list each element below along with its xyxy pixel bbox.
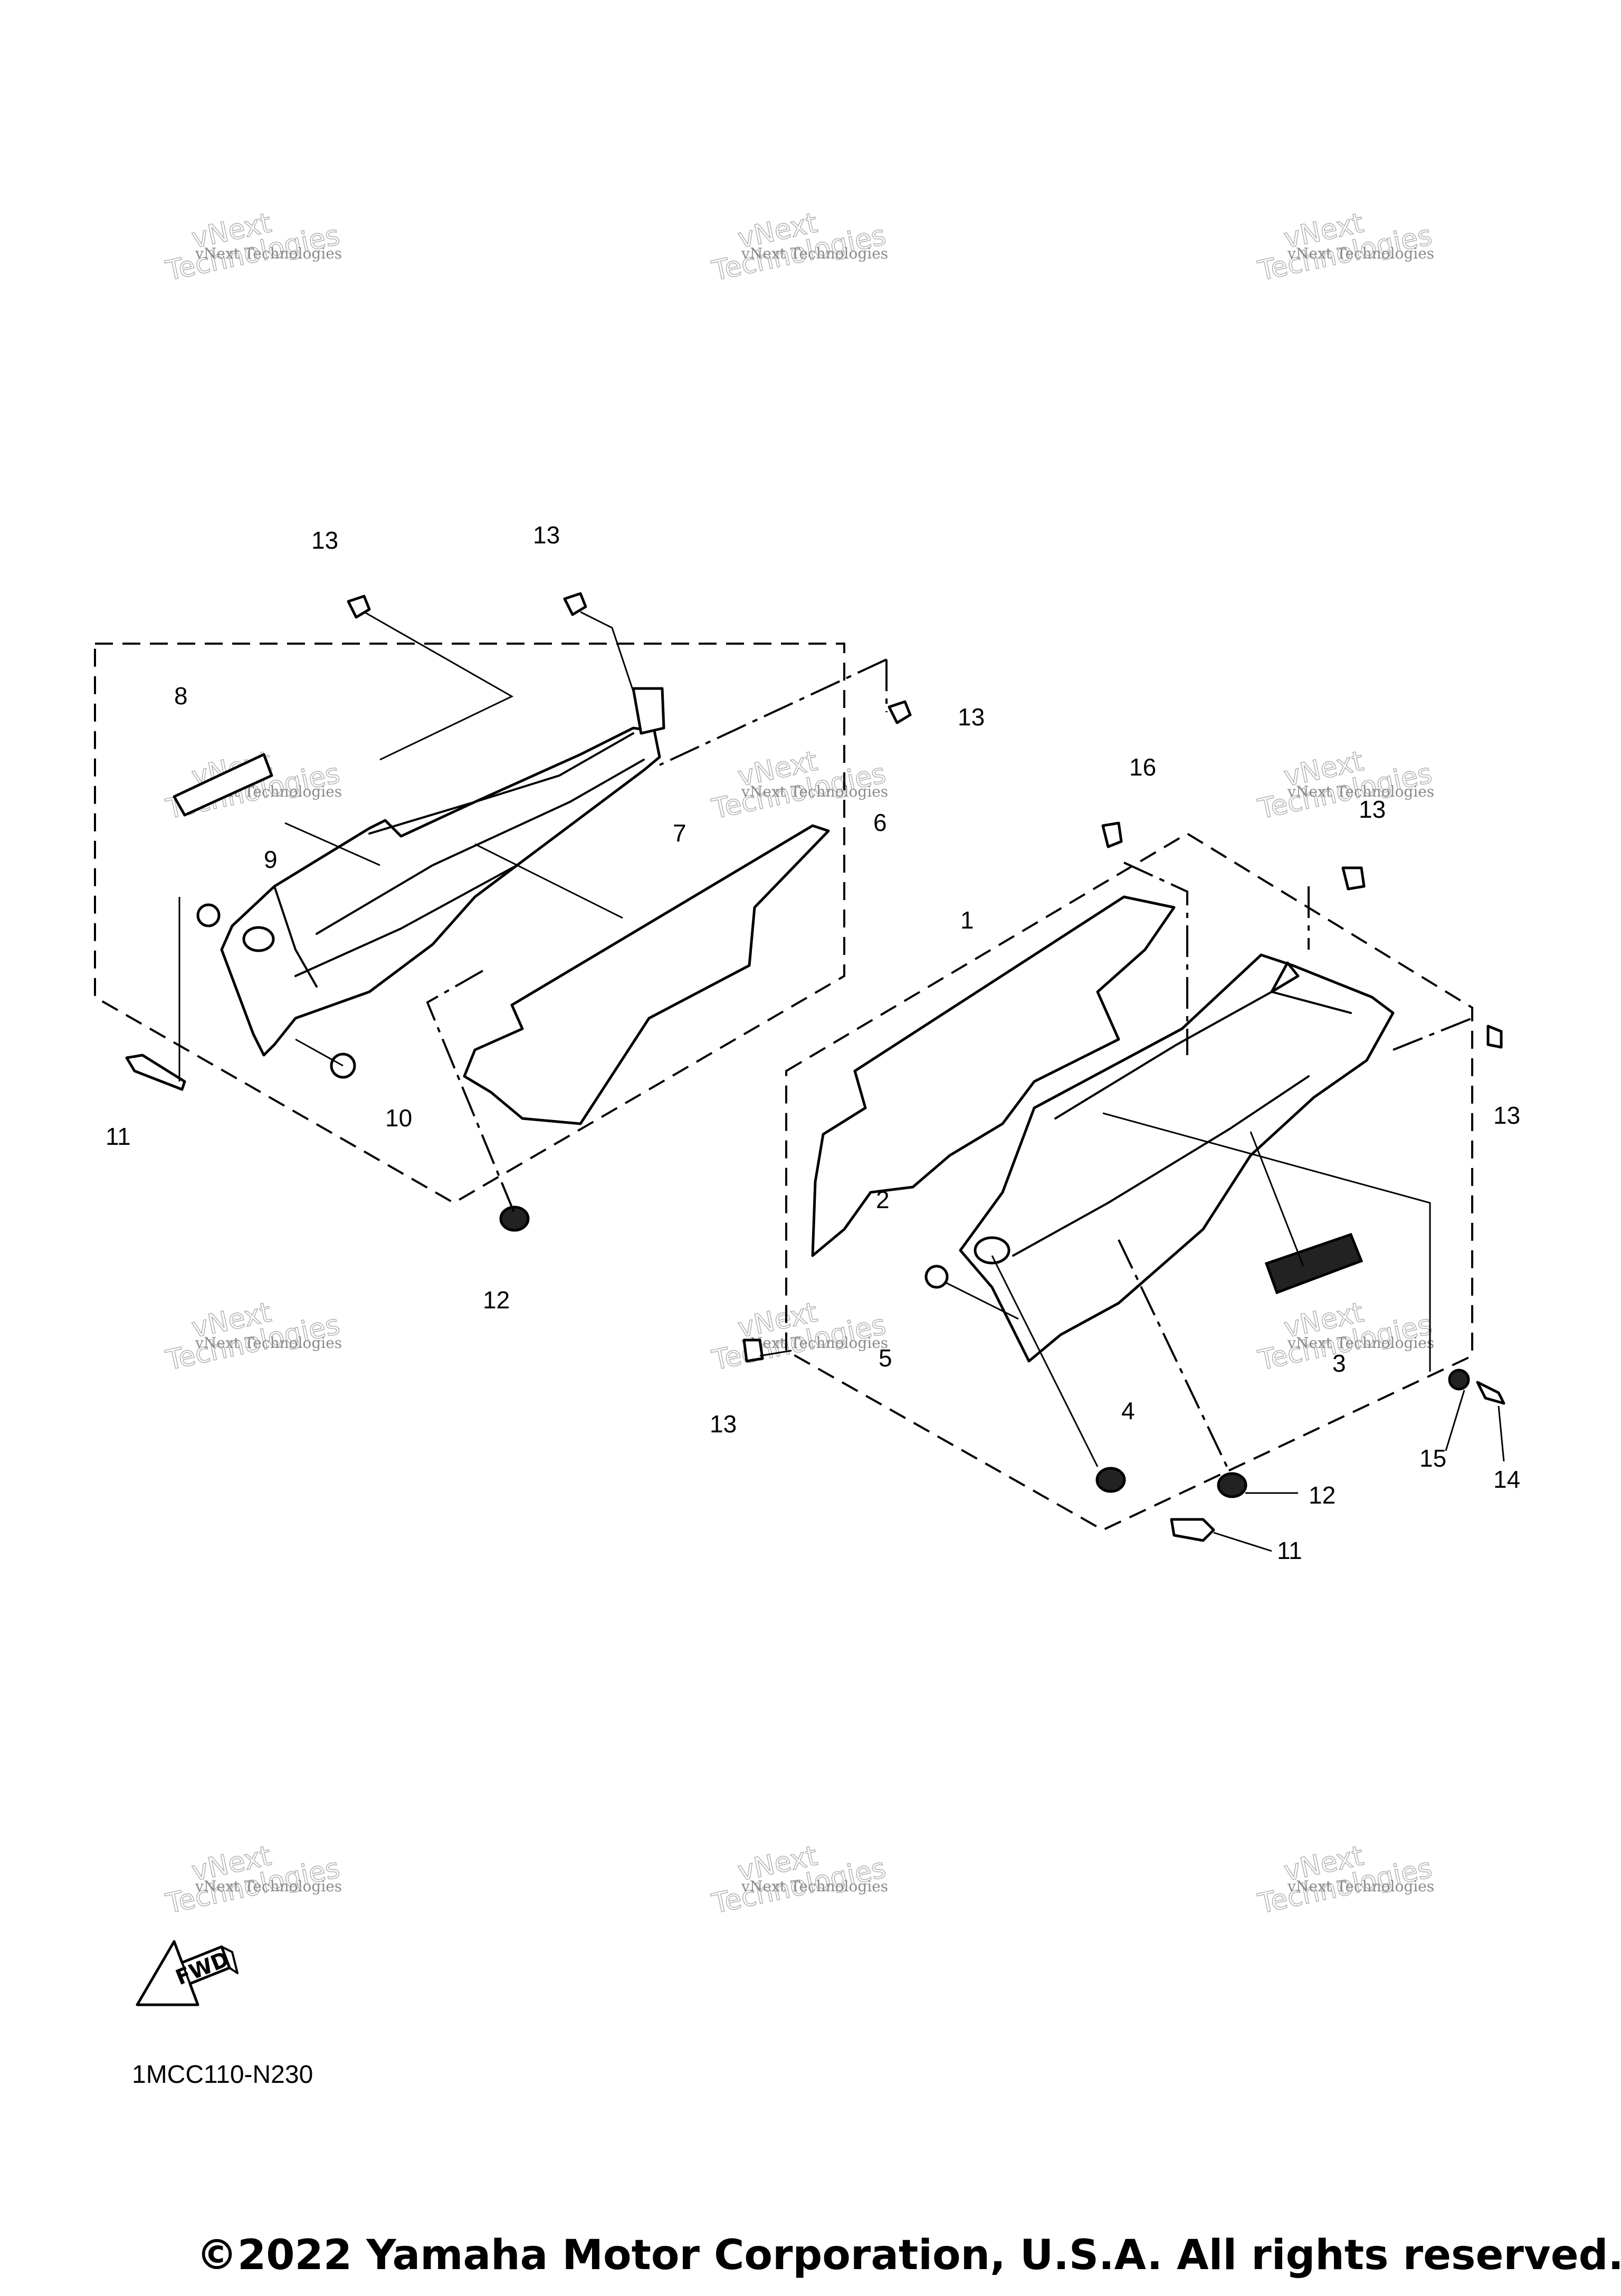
callout-5: 5 (879, 1344, 892, 1372)
right-side-cover (959, 953, 1395, 1363)
watermark-text: vNext Technologies (1287, 783, 1434, 800)
left-cover-tab (632, 687, 665, 735)
left-clip-2 (563, 592, 587, 616)
right-grommet-12 (1217, 1472, 1247, 1498)
right-emblem (1264, 1232, 1363, 1295)
callout-13: 13 (533, 521, 560, 549)
watermark: Technologies vNext (709, 1296, 889, 1377)
fwd-arrow: FWD (136, 1940, 239, 2006)
watermark: Technologies vNext (709, 745, 889, 826)
left-clip-3 (888, 700, 912, 724)
callout-13: 13 (1359, 796, 1386, 823)
callout-1: 1 (960, 906, 974, 934)
watermark: Technologies vNext (1255, 1840, 1435, 1920)
leader (991, 1255, 1099, 1467)
callout-11: 11 (1277, 1537, 1302, 1564)
watermark: Technologies vNext (709, 1840, 889, 1920)
right-grommet-4 (1095, 1467, 1126, 1493)
leader (580, 611, 634, 692)
callout-6: 6 (873, 809, 887, 836)
callout-8: 8 (174, 682, 188, 710)
right-clip-13c (742, 1338, 764, 1363)
copyright-notice: ©2022 Yamaha Motor Corporation, U.S.A. A… (196, 2232, 1621, 2279)
watermark: Technologies vNext (163, 1840, 343, 1920)
right-grommet-5 (924, 1265, 949, 1289)
watermark-text: vNext Technologies (741, 245, 888, 262)
left-enclosure (94, 643, 845, 1204)
left-cover-hole (242, 926, 275, 952)
watermark: Technologies vNext (1255, 745, 1435, 826)
right-cover-ridge (1012, 991, 1352, 1257)
watermark-text: vNext Technologies (195, 1334, 342, 1352)
watermark-text: vNext Technologies (741, 783, 888, 800)
leader (364, 611, 514, 761)
leader (295, 1038, 344, 1067)
left-grommet-12 (499, 1206, 530, 1232)
watermark: Technologies vNext (709, 207, 889, 288)
watermark-text: vNext Technologies (1287, 245, 1434, 262)
leader (1393, 1017, 1473, 1051)
right-clip-13 (1341, 866, 1366, 891)
left-assembly: 13 13 13 8 9 7 6 11 10 12 (94, 521, 985, 1314)
watermark-text: vNext Technologies (1287, 1878, 1434, 1895)
callout-7: 7 (673, 819, 686, 847)
left-grommet-9 (196, 903, 221, 927)
callout-9: 9 (264, 846, 278, 873)
callout-2: 2 (876, 1186, 890, 1213)
left-inner-panel (463, 824, 830, 1125)
right-bolt-11 (1170, 1518, 1215, 1542)
callout-13: 13 (710, 1410, 737, 1438)
callout-14: 14 (1493, 1466, 1520, 1493)
right-bolt-14 (1476, 1381, 1505, 1405)
leader (1213, 1390, 1505, 1552)
leader (474, 843, 623, 919)
diagram-code: 1MCC110-N230 (132, 2061, 313, 2089)
leader (1118, 1239, 1231, 1472)
callout-4: 4 (1121, 1397, 1135, 1424)
callout-15: 15 (1419, 1444, 1446, 1472)
callout-12: 12 (483, 1286, 510, 1314)
callout-13: 13 (958, 703, 985, 731)
callout-13: 13 (1493, 1102, 1520, 1129)
right-clip-13b (1486, 1025, 1503, 1049)
watermark: Technologies vNext (1255, 207, 1435, 288)
left-side-cover (220, 726, 661, 1057)
watermark: Technologies vNext (163, 1296, 343, 1377)
leader (284, 822, 380, 866)
left-emblem (173, 753, 273, 817)
watermark-text: vNext Technologies (195, 245, 342, 262)
callout-13: 13 (311, 527, 338, 554)
right-cover-hole (974, 1236, 1010, 1265)
watermark-text: vNext Technologies (741, 1878, 888, 1895)
watermark-text: vNext Technologies (195, 1878, 342, 1895)
leader (1123, 862, 1188, 1055)
right-assembly: 16 1 13 13 2 3 5 13 4 12 11 15 14 (710, 753, 1520, 1564)
right-washer-15 (1448, 1369, 1470, 1391)
leader (1250, 1131, 1304, 1267)
leader (426, 970, 516, 1214)
right-clip-16 (1101, 821, 1123, 848)
fwd-arrow-shape (136, 1940, 231, 2006)
watermark: Technologies vNext (163, 207, 343, 288)
left-cover-ridge (294, 759, 645, 977)
leader (759, 1350, 792, 1357)
callout-3: 3 (1332, 1350, 1346, 1377)
leader (1102, 1112, 1431, 1372)
watermark-text: vNext Technologies (1287, 1334, 1434, 1352)
left-bolt-11 (125, 1054, 186, 1091)
fwd-arrow-depth (181, 1946, 239, 1985)
right-inner-panel (811, 895, 1176, 1257)
callout-10: 10 (385, 1104, 412, 1132)
callout-11: 11 (106, 1123, 131, 1150)
callout-12: 12 (1309, 1481, 1336, 1509)
leader (659, 658, 888, 766)
watermark-text: vNext Technologies (741, 1334, 888, 1352)
right-cover-tab (1270, 961, 1300, 993)
leader (944, 1281, 1019, 1320)
left-cover-edge (273, 732, 634, 988)
callout-16: 16 (1129, 753, 1156, 781)
